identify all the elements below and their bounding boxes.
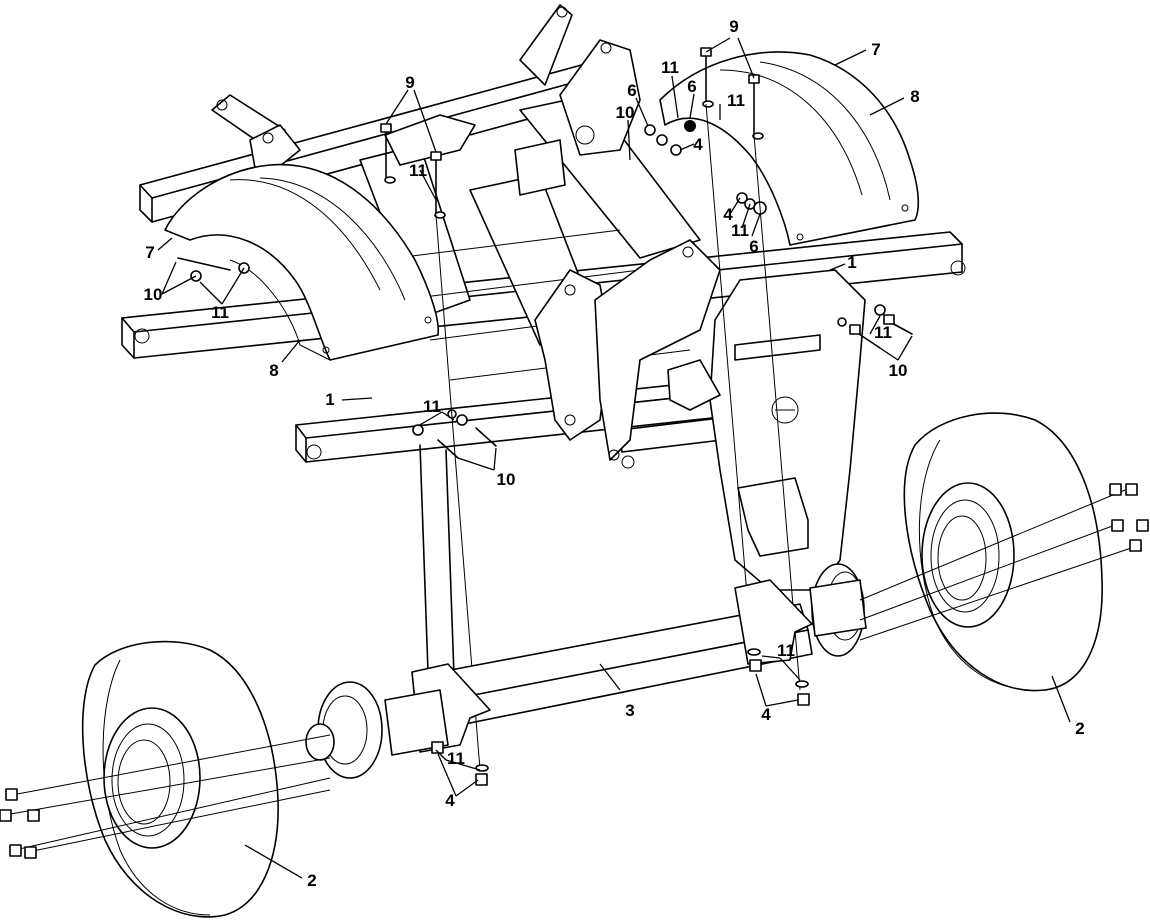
lower-fasteners bbox=[431, 648, 810, 786]
callout-7-left: 7 bbox=[145, 243, 154, 262]
wheel-right bbox=[859, 412, 1149, 692]
callout-4: 4 bbox=[761, 705, 771, 724]
callout-11: 11 bbox=[423, 397, 441, 416]
callout-11: 11 bbox=[727, 91, 745, 110]
mounting-block bbox=[737, 477, 809, 557]
callout-4: 4 bbox=[445, 791, 455, 810]
callout-11: 11 bbox=[777, 641, 795, 660]
callout-9-right: 9 bbox=[729, 17, 738, 36]
hitch-plate-rear bbox=[559, 39, 641, 156]
callout-2-wheel-right: 2 bbox=[1075, 719, 1084, 738]
hub-left bbox=[384, 689, 449, 756]
callout-11: 11 bbox=[661, 58, 679, 77]
callout-3-axle: 3 bbox=[625, 701, 634, 720]
callout-8-right: 8 bbox=[910, 87, 919, 106]
callout-10: 10 bbox=[497, 470, 516, 489]
leader-lines bbox=[157, 37, 1071, 879]
callout-8-left: 8 bbox=[269, 361, 278, 380]
left-fender-bracket bbox=[384, 114, 476, 166]
callout-1-left: 1 bbox=[325, 390, 334, 409]
axle-saddle-right bbox=[734, 579, 813, 665]
axle-assembly bbox=[305, 103, 867, 779]
right-fender-bracket bbox=[514, 139, 566, 196]
callout-6: 6 bbox=[749, 237, 758, 256]
left-hitch-plate bbox=[249, 124, 301, 171]
hitch-brackets bbox=[211, 4, 721, 461]
callout-9-left: 9 bbox=[405, 73, 414, 92]
callout-6: 6 bbox=[687, 77, 696, 96]
callout-11: 11 bbox=[409, 161, 427, 180]
callout-10: 10 bbox=[144, 285, 163, 304]
right-lift-arm bbox=[519, 4, 573, 86]
center-mounting-plate bbox=[667, 269, 866, 591]
callout-6: 6 bbox=[627, 81, 636, 100]
callout-11: 11 bbox=[211, 303, 229, 322]
callout-7-right: 7 bbox=[871, 40, 880, 59]
upper-fasteners bbox=[177, 47, 913, 459]
callout-2-wheel-left: 2 bbox=[307, 871, 316, 890]
callout-labels: 9 7 8 11 6 6 10 11 4 9 11 4 11 6 7 10 11… bbox=[144, 17, 1085, 890]
callout-10: 10 bbox=[616, 103, 635, 122]
callout-11: 11 bbox=[874, 323, 892, 342]
center-link-plate-right bbox=[594, 239, 721, 461]
center-link-plate-left bbox=[534, 269, 611, 441]
wheel-left bbox=[0, 640, 331, 918]
callout-11: 11 bbox=[731, 221, 749, 240]
callout-4: 4 bbox=[693, 135, 703, 154]
callout-10: 10 bbox=[889, 361, 908, 380]
callout-4: 4 bbox=[723, 205, 733, 224]
callout-1-right: 1 bbox=[847, 253, 856, 272]
callout-11: 11 bbox=[447, 749, 465, 768]
fender-right bbox=[659, 51, 920, 246]
